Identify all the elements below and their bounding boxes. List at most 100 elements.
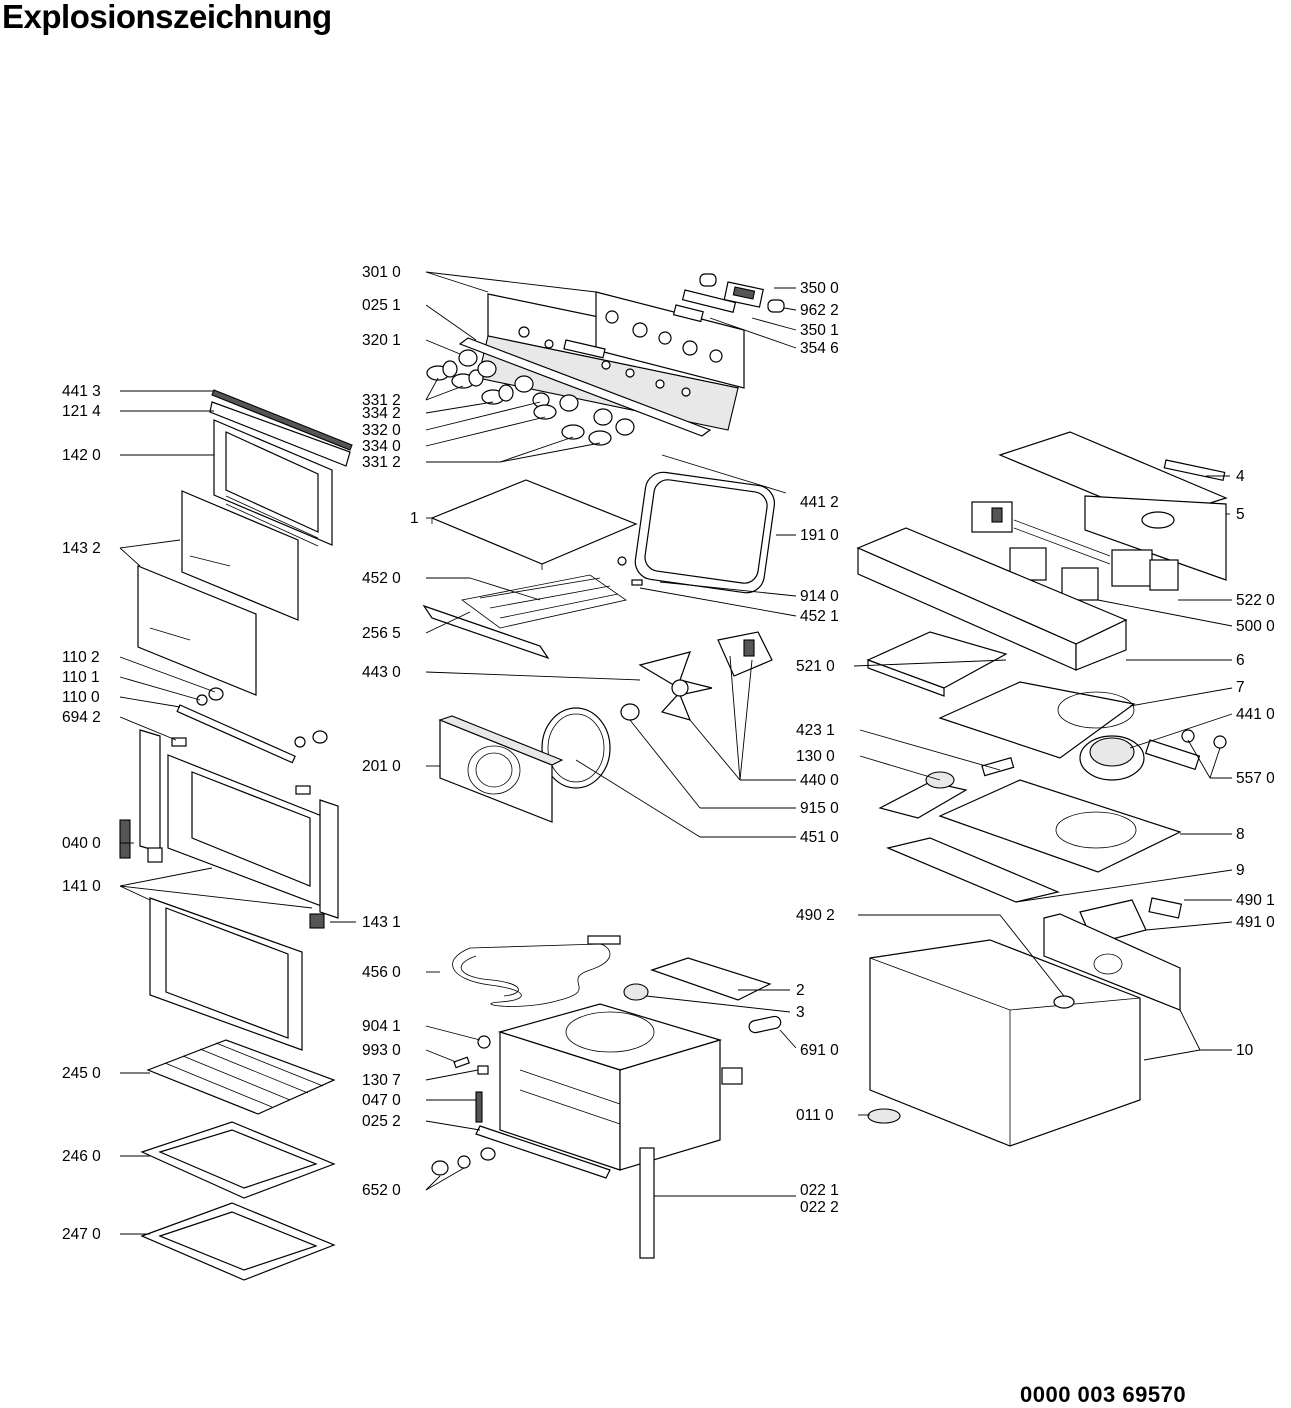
label-354-6: 354 6 [800, 340, 839, 357]
label-5: 5 [1236, 506, 1245, 523]
label-2: 2 [796, 982, 805, 999]
label-245-0: 245 0 [62, 1065, 101, 1082]
label-1: 1 [410, 510, 419, 527]
label-332-0: 332 0 [362, 422, 401, 439]
top-plate [430, 479, 638, 570]
label-246-0: 246 0 [62, 1148, 101, 1165]
label-521-0: 521 0 [796, 658, 835, 675]
label-201-0: 201 0 [362, 758, 401, 775]
label-8: 8 [1236, 826, 1245, 843]
label-691-0: 691 0 [800, 1042, 839, 1059]
wire-rack [146, 1039, 336, 1115]
display-module [672, 273, 785, 323]
label-10: 10 [1236, 1042, 1254, 1059]
part-labels: 301 0 025 1 320 1 331 2 334 2 332 0 334 … [62, 264, 1275, 1243]
fan-motor-group [541, 631, 773, 789]
cooling-duct-7 [938, 681, 1136, 759]
label-247-0: 247 0 [62, 1226, 101, 1243]
small-cavity-parts [431, 1015, 782, 1259]
label-320-1: 320 1 [362, 332, 401, 349]
label-143-1: 143 1 [362, 914, 401, 931]
oven-door-seal [634, 454, 787, 594]
fan-441-0 [1079, 735, 1145, 781]
label-452-0: 452 0 [362, 570, 401, 587]
label-334-0: 334 0 [362, 438, 401, 455]
label-110-2: 110 2 [62, 649, 100, 666]
label-915-0: 915 0 [800, 800, 839, 817]
fan-cover [438, 715, 564, 823]
label-191-0: 191 0 [800, 527, 839, 544]
label-301-0: 301 0 [362, 264, 401, 281]
bottom-plates-8-9 [886, 779, 1182, 903]
electronic-board [866, 631, 1008, 697]
label-962-2: 962 2 [800, 302, 839, 319]
door-frame-assembly [119, 729, 339, 929]
document-number: 0000 003 69570 [1020, 1382, 1187, 1407]
label-130-7: 130 7 [362, 1072, 401, 1089]
label-130-0: 130 0 [796, 748, 835, 765]
label-993-0: 993 0 [362, 1042, 401, 1059]
grill-element-upper [422, 556, 657, 660]
label-022-1: 022 1 [800, 1182, 839, 1199]
label-331-2: 331 2 [362, 392, 401, 409]
bottom-heating-element [452, 935, 621, 1007]
label-022-2: 022 2 [800, 1199, 839, 1216]
label-694-2: 694 2 [62, 709, 101, 726]
label-490-2: 490 2 [796, 907, 835, 924]
door-top-assembly [209, 389, 353, 547]
label-440-0: 440 0 [800, 772, 839, 789]
rear-upper-assembly [998, 431, 1228, 581]
label-490-1: 490 1 [1236, 892, 1275, 909]
label-143-2: 143 2 [62, 540, 101, 557]
label-142-0: 142 0 [62, 447, 101, 464]
label-256-5: 256 5 [362, 625, 401, 642]
cover-plates-2-3 [623, 957, 772, 1001]
label-7: 7 [1236, 679, 1245, 696]
relay-modules [971, 501, 1179, 601]
rear-panel-10 [1043, 913, 1181, 1011]
label-110-1: 110 1 [62, 669, 100, 686]
label-914-0: 914 0 [800, 588, 839, 605]
label-110-0: 110 0 [62, 689, 100, 706]
door-handle-parts [176, 687, 328, 764]
outer-casing [867, 939, 1141, 1147]
label-500-0: 500 0 [1236, 618, 1275, 635]
label-040-0: 040 0 [62, 835, 101, 852]
page-title: Explosionszeichnung [2, 0, 332, 35]
label-904-1: 904 1 [362, 1018, 401, 1035]
label-331-2-b: 331 2 [362, 454, 401, 471]
label-350-0: 350 0 [800, 280, 839, 297]
leader-lines [119, 271, 1233, 1235]
label-047-0: 047 0 [362, 1092, 401, 1109]
control-housing-6 [856, 527, 1128, 671]
label-441-0: 441 0 [1236, 706, 1275, 723]
oven-cavity [497, 1003, 743, 1171]
label-9: 9 [1236, 862, 1245, 879]
baking-trays [140, 1121, 336, 1281]
label-6: 6 [1236, 652, 1245, 669]
label-350-1: 350 1 [800, 322, 839, 339]
label-441-2: 441 2 [800, 494, 839, 511]
control-panel-assembly [458, 291, 745, 437]
components-423-130 [878, 756, 1015, 819]
label-025-2: 025 2 [362, 1113, 401, 1130]
label-522-0: 522 0 [1236, 592, 1275, 609]
label-011-0: 011 0 [796, 1107, 834, 1124]
label-456-0: 456 0 [362, 964, 401, 981]
label-451-0: 451 0 [800, 829, 839, 846]
knobs-group [426, 349, 635, 446]
switch-parts-557 [1144, 729, 1227, 771]
label-141-0: 141 0 [62, 878, 101, 895]
label-652-0: 652 0 [362, 1182, 401, 1199]
door-seal-frame [149, 897, 303, 1051]
label-441-3: 441 3 [62, 383, 101, 400]
label-334-2: 334 2 [362, 405, 401, 422]
label-4: 4 [1236, 468, 1245, 485]
label-3: 3 [796, 1004, 805, 1021]
label-557-0: 557 0 [1236, 770, 1275, 787]
glass-panels [137, 490, 299, 696]
label-443-0: 443 0 [362, 664, 401, 681]
label-491-0: 491 0 [1236, 914, 1275, 931]
label-452-1: 452 1 [800, 608, 839, 625]
